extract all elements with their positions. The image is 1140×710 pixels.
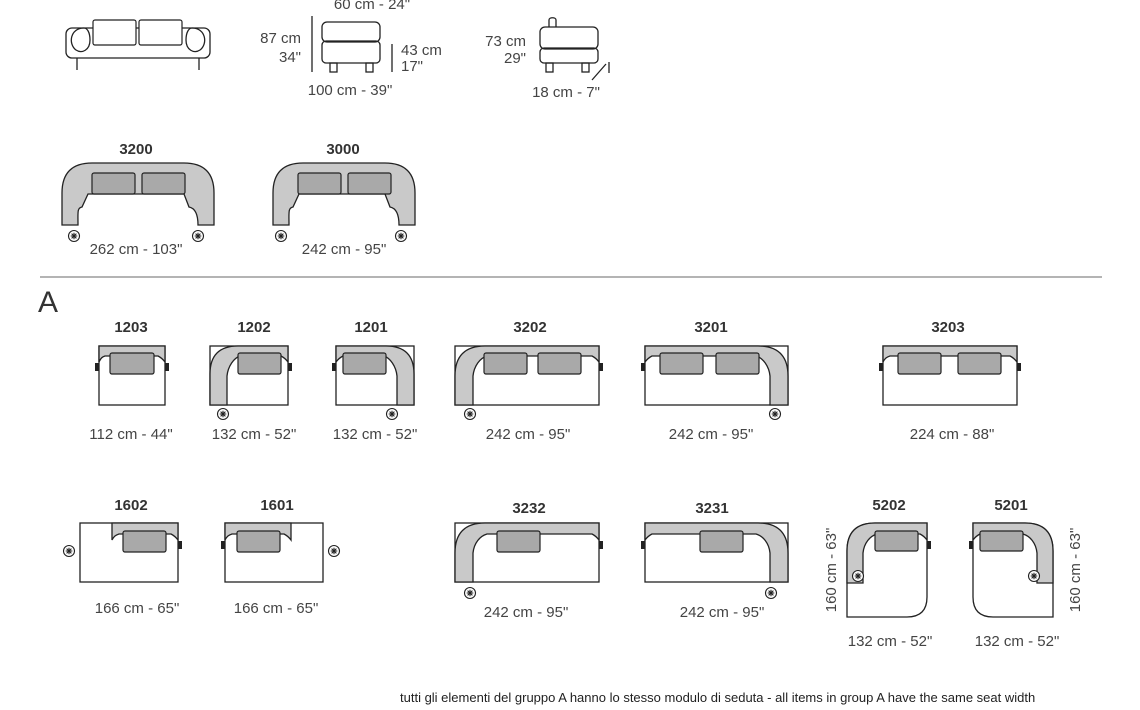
model-1601: 1601 166 cm - 65" (221, 497, 341, 617)
model-3201: 3201 242 cm - 95" (641, 319, 789, 443)
model-width: 112 cm - 44" (89, 426, 172, 443)
model-depth: 160 cm - 63" (823, 528, 840, 613)
top-width-label: 60 cm - 24" (334, 0, 410, 13)
model-width: 242 cm - 95" (669, 426, 754, 443)
model-3000: 3000 242 cm - 95" (272, 141, 416, 258)
model-width: 132 cm - 52" (212, 426, 297, 443)
model-width: 166 cm - 65" (95, 600, 180, 617)
model-width: 132 cm - 52" (975, 633, 1060, 650)
model-code: 5201 (994, 497, 1027, 514)
model-1602: 1602 166 cm - 65" (62, 497, 182, 617)
height-in-label: 34" (279, 49, 301, 66)
model-code: 1201 (354, 319, 387, 336)
model-width: 242 cm - 95" (680, 604, 765, 621)
model-3231: 3231 242 cm - 95" (641, 500, 789, 621)
arm-height-in-label: 29" (504, 50, 526, 67)
model-3202: 3202 242 cm - 95" (454, 319, 603, 443)
arm-height-cm-label: 73 cm (485, 33, 526, 50)
model-width: 242 cm - 95" (302, 241, 387, 258)
leg-height-label: 18 cm - 7" (532, 84, 600, 101)
model-code: 3201 (694, 319, 727, 336)
model-width: 262 cm - 103" (90, 241, 183, 258)
model-1203: 1203 112 cm - 44" (89, 319, 172, 443)
model-width: 132 cm - 52" (333, 426, 418, 443)
model-5201: 5201 160 cm - 63" 132 cm - 52" (969, 497, 1084, 650)
model-1202: 1202 132 cm - 52" (209, 319, 297, 443)
model-width: 224 cm - 88" (910, 426, 995, 443)
side-view-arm: 73 cm 29" 18 cm - 7" (485, 17, 610, 101)
seat-cm-label: 43 cm (401, 42, 442, 59)
model-code: 3200 (119, 141, 152, 158)
model-code: 3203 (931, 319, 964, 336)
footer-note: tutti gli elementi del gruppo A hanno lo… (400, 690, 1036, 705)
model-5202: 5202 160 cm - 63" 132 cm - 52" (823, 497, 932, 650)
model-1201: 1201 132 cm - 52" (332, 319, 417, 443)
side-view-seat: 60 cm - 24" 87 cm 34" 43 cm 17" 100 cm -… (260, 0, 442, 99)
model-code: 3000 (326, 141, 359, 158)
model-code: 3232 (512, 500, 545, 517)
seat-in-label: 17" (401, 58, 423, 75)
model-code: 3231 (695, 500, 728, 517)
group-label: A (38, 286, 59, 319)
model-code: 1203 (114, 319, 147, 336)
front-elevation (65, 19, 211, 70)
model-code: 1602 (114, 497, 147, 514)
depth-label: 100 cm - 39" (308, 82, 393, 99)
model-code: 1202 (237, 319, 270, 336)
model-width: 132 cm - 52" (848, 633, 933, 650)
model-3232: 3232 242 cm - 95" (454, 500, 603, 621)
model-width: 166 cm - 65" (234, 600, 319, 617)
model-3203: 3203 224 cm - 88" (879, 319, 1021, 443)
model-code: 3202 (513, 319, 546, 336)
model-code: 1601 (260, 497, 293, 514)
model-3200: 3200 262 cm - 103" (61, 141, 215, 258)
model-width: 242 cm - 95" (484, 604, 569, 621)
model-code: 5202 (872, 497, 905, 514)
height-cm-label: 87 cm (260, 30, 301, 47)
model-width: 242 cm - 95" (486, 426, 571, 443)
model-depth: 160 cm - 63" (1067, 528, 1084, 613)
